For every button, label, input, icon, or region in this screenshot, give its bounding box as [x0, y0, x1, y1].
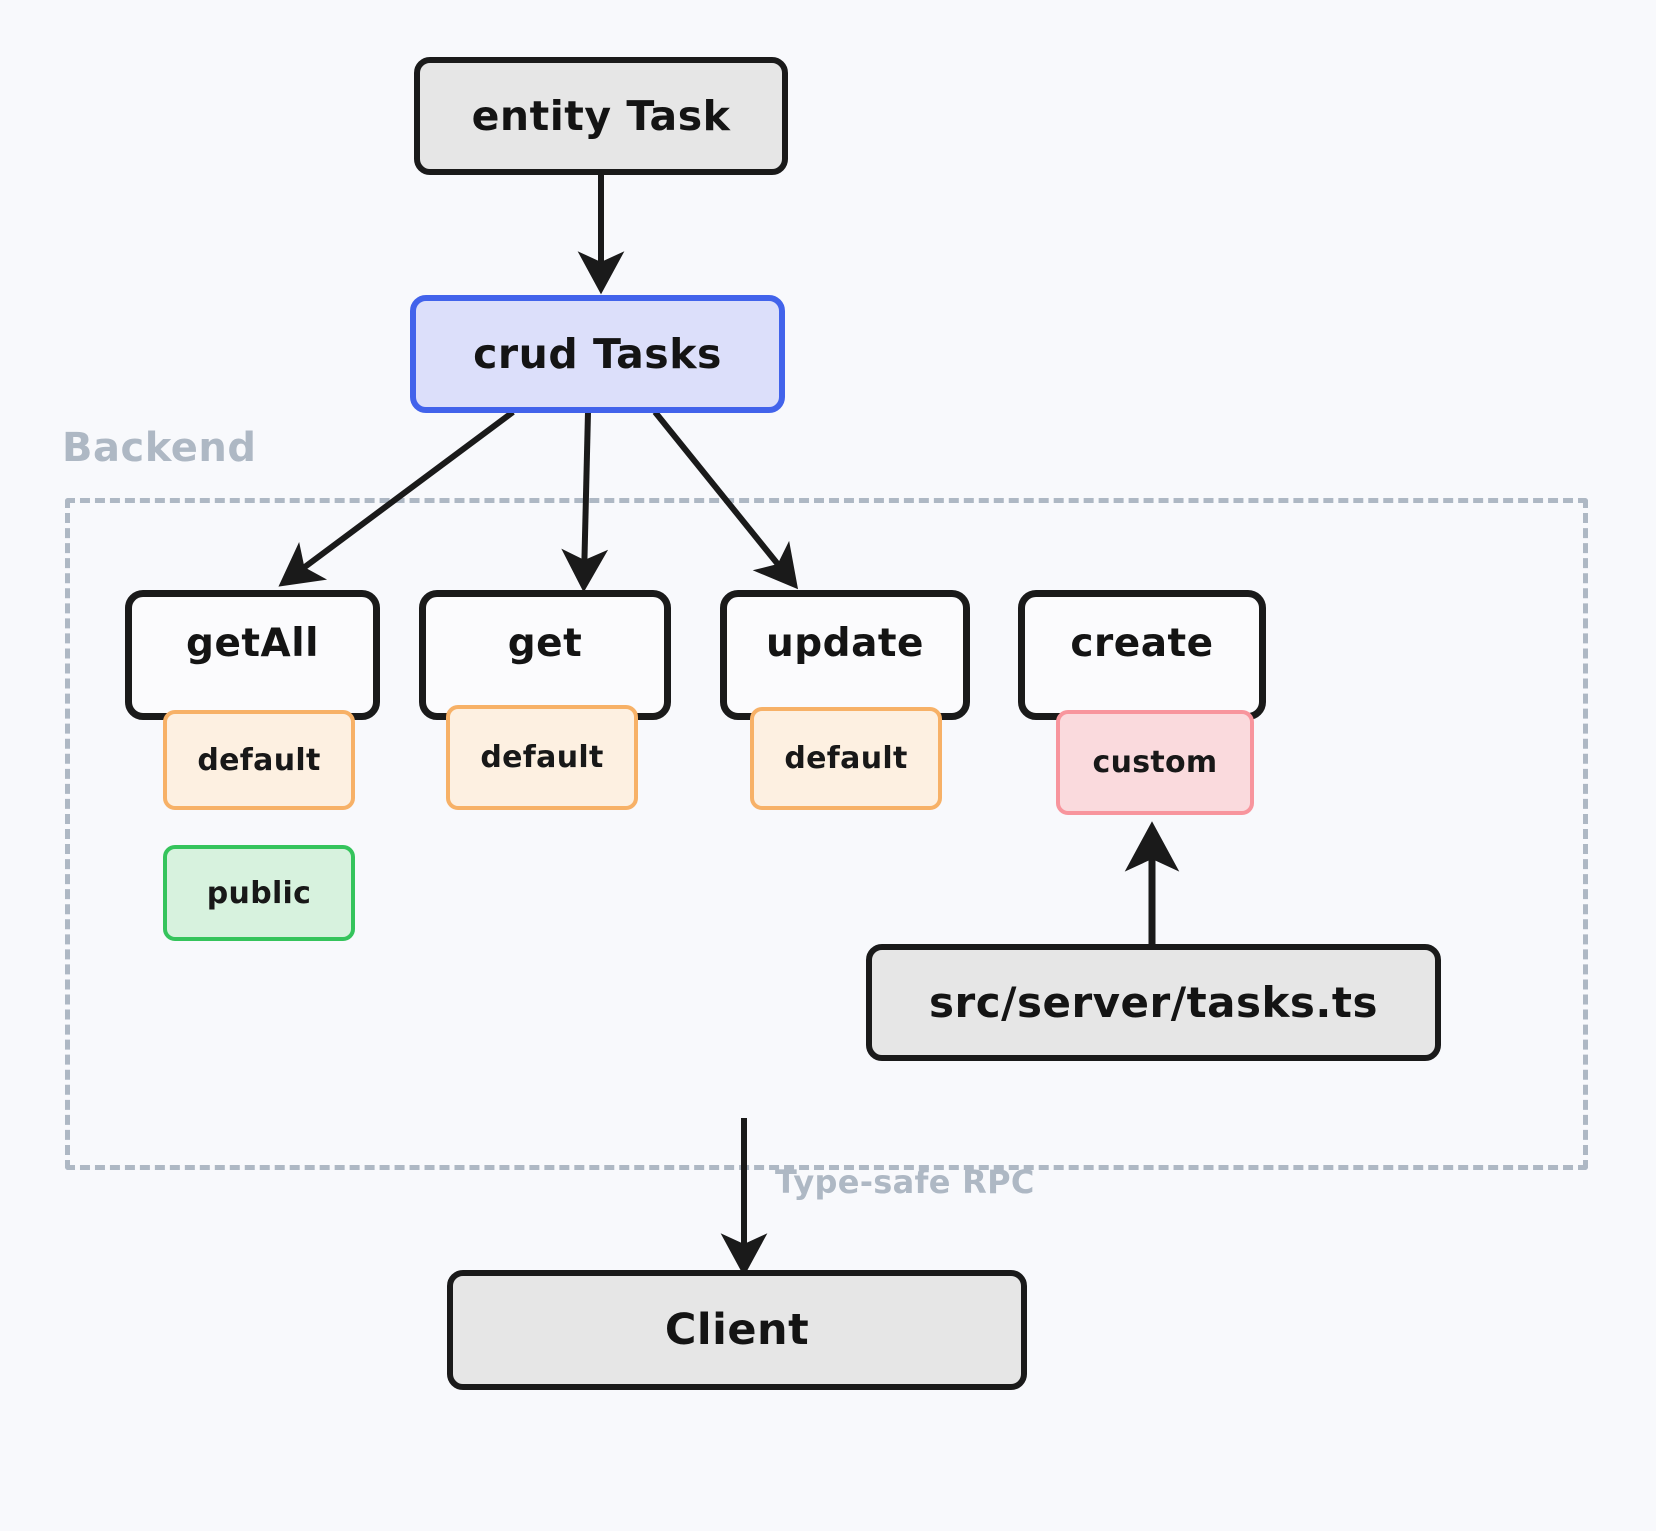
- edge-label-type-safe-rpc: Type-safe RPC: [775, 1163, 1035, 1201]
- node-crud-tasks[interactable]: crud Tasks: [410, 295, 785, 413]
- node-method-update[interactable]: update: [720, 590, 970, 720]
- node-client[interactable]: Client: [447, 1270, 1027, 1390]
- node-method-getall[interactable]: getAll: [125, 590, 380, 720]
- node-method-create[interactable]: create: [1018, 590, 1266, 720]
- node-entity-task[interactable]: entity Task: [414, 57, 788, 175]
- backend-group-boundary: [65, 498, 1588, 1170]
- node-method-get[interactable]: get: [419, 590, 671, 720]
- badge-create-custom[interactable]: custom: [1056, 710, 1254, 815]
- badge-update-default[interactable]: default: [750, 707, 942, 810]
- badge-getall-default[interactable]: default: [163, 710, 355, 810]
- node-file-tasks-ts[interactable]: src/server/tasks.ts: [866, 944, 1441, 1061]
- badge-get-default[interactable]: default: [446, 705, 638, 810]
- badge-getall-public[interactable]: public: [163, 845, 355, 941]
- backend-group-label: Backend: [62, 425, 257, 471]
